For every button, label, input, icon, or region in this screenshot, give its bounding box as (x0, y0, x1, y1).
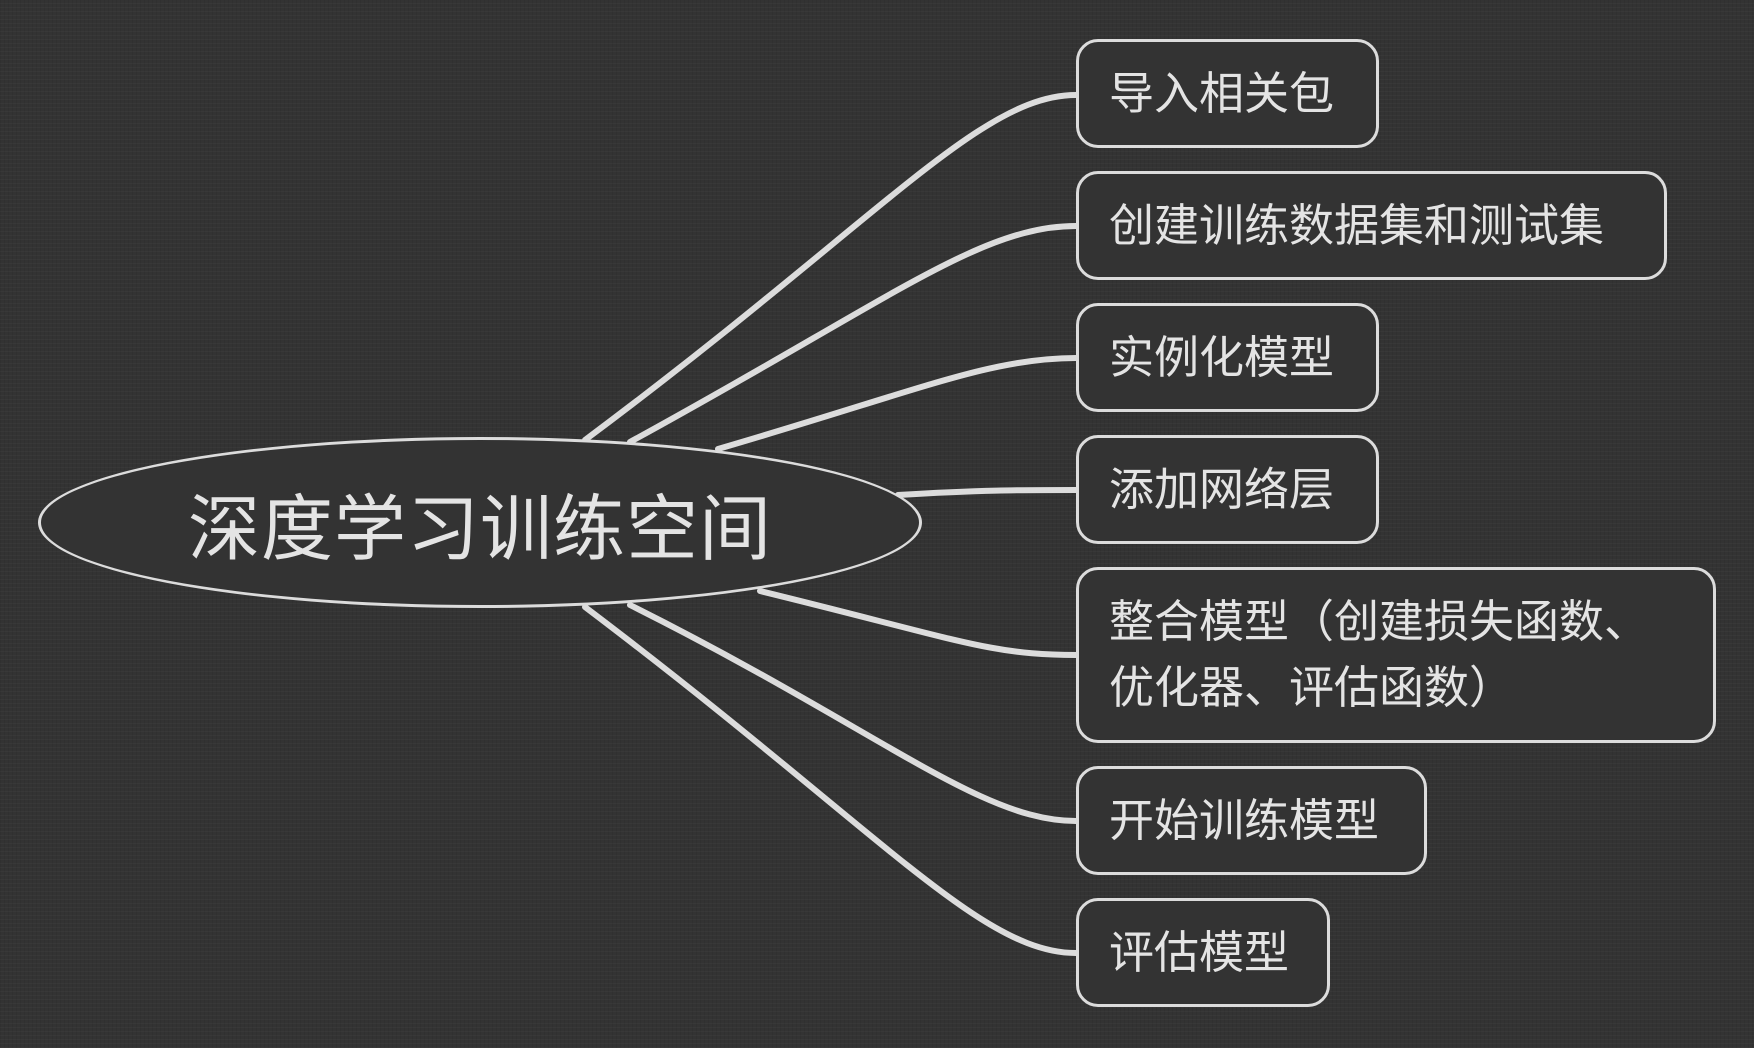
connector-0 (582, 92, 1079, 443)
topic-label: 创建训练数据集和测试集 (1109, 198, 1605, 252)
topic-label: 添加网络层 (1109, 462, 1335, 516)
topic-instantiate-model[interactable]: 实例化模型 (1076, 303, 1379, 412)
topic-label: 导入相关包 (1109, 66, 1335, 120)
central-topic-label: 深度学习训练空间 (187, 487, 772, 571)
topic-label-block: 整合模型（创建损失函数、优化器、评估函数） (1109, 589, 1649, 721)
topic-label-line2: 优化器、评估函数） (1109, 661, 1515, 714)
connector-3 (895, 487, 1079, 498)
topic-label: 评估模型 (1109, 925, 1290, 979)
connector-2 (715, 355, 1079, 452)
topic-create-datasets[interactable]: 创建训练数据集和测试集 (1076, 171, 1667, 280)
topic-start-training[interactable]: 开始训练模型 (1076, 766, 1427, 875)
topic-compile-model[interactable]: 整合模型（创建损失函数、优化器、评估函数） (1076, 567, 1716, 743)
connector-5 (627, 602, 1079, 824)
connector-6 (582, 604, 1079, 956)
topic-label-line1: 整合模型（创建损失函数、 (1109, 595, 1650, 648)
topic-import-packages[interactable]: 导入相关包 (1076, 39, 1379, 148)
topic-add-layers[interactable]: 添加网络层 (1076, 435, 1379, 544)
topic-label: 开始训练模型 (1109, 793, 1380, 847)
connector-4 (757, 588, 1079, 658)
topic-label: 实例化模型 (1109, 330, 1335, 384)
connector-1 (627, 223, 1079, 445)
central-topic[interactable]: 深度学习训练空间 (38, 437, 922, 608)
topic-evaluate-model[interactable]: 评估模型 (1076, 898, 1330, 1007)
